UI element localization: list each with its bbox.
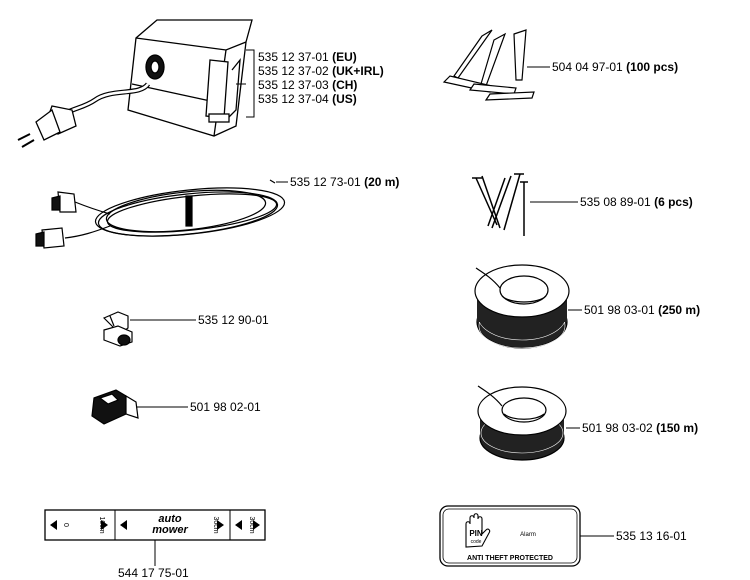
- wire-spool-150-part-label: 501 98 03-02 (150 m): [582, 421, 699, 435]
- wire-spool-250-part-label: 501 98 03-01 (250 m): [584, 303, 701, 317]
- ruler-brand-top: auto: [158, 513, 182, 525]
- sticker-illustration: PIN code Alarm ANTI THEFT PROTECTED: [439, 505, 581, 567]
- ruler-illustration: 0 10cm auto mower 30cm 30cm: [44, 509, 266, 541]
- charger-part-eu: 535 12 37-01 (EU): [258, 50, 357, 64]
- ruler-mark-30b: 30cm: [248, 516, 255, 533]
- ruler-mark-10: 10cm: [98, 516, 105, 533]
- charger-part-ch: 535 12 37-03 (CH): [258, 78, 358, 92]
- ruler-part-label: 544 17 75-01: [118, 566, 189, 580]
- hand-icon: [465, 513, 491, 548]
- cable-illustration: [35, 179, 286, 249]
- pegs-illustration: [442, 29, 535, 101]
- charger-part-numbers: 535 12 37-01 (EU) 535 12 37-02 (UK+IRL) …: [258, 50, 384, 106]
- sticker-part-label: 535 13 16-01: [616, 529, 687, 543]
- charger-part-uk-irl: 535 12 37-02 (UK+IRL): [258, 64, 384, 78]
- pegs-part-label: 504 04 97-01 (100 pcs): [552, 60, 679, 74]
- sticker-protected-text: ANTI THEFT PROTECTED: [467, 555, 553, 562]
- ruler-mark-0: 0: [62, 523, 69, 527]
- wire-spool-150-illustration: [477, 385, 567, 461]
- coupler-part-label: 501 98 02-01: [190, 400, 261, 414]
- charger-part-us: 535 12 37-04 (US): [258, 92, 357, 106]
- clip-illustration: [102, 311, 133, 347]
- sticker-alarm-text: Alarm: [520, 532, 536, 538]
- nails-part-label: 535 08 89-01 (6 pcs): [580, 195, 693, 209]
- ruler-brand-bottom: mower: [152, 524, 188, 536]
- coupler-illustration: [91, 389, 139, 425]
- charger-bracket: [246, 49, 255, 118]
- ruler-mark-30a: 30cm: [212, 516, 219, 533]
- cable-part-label: 535 12 73-01 (20 m): [290, 175, 400, 189]
- charger-illustration: [17, 19, 253, 148]
- sticker-code-text: code: [471, 539, 482, 545]
- sticker-pin-text: PIN: [469, 529, 483, 538]
- wire-spool-250-illustration: [474, 264, 570, 349]
- nails-illustration: [472, 173, 528, 236]
- clip-part-label: 535 12 90-01: [198, 313, 269, 327]
